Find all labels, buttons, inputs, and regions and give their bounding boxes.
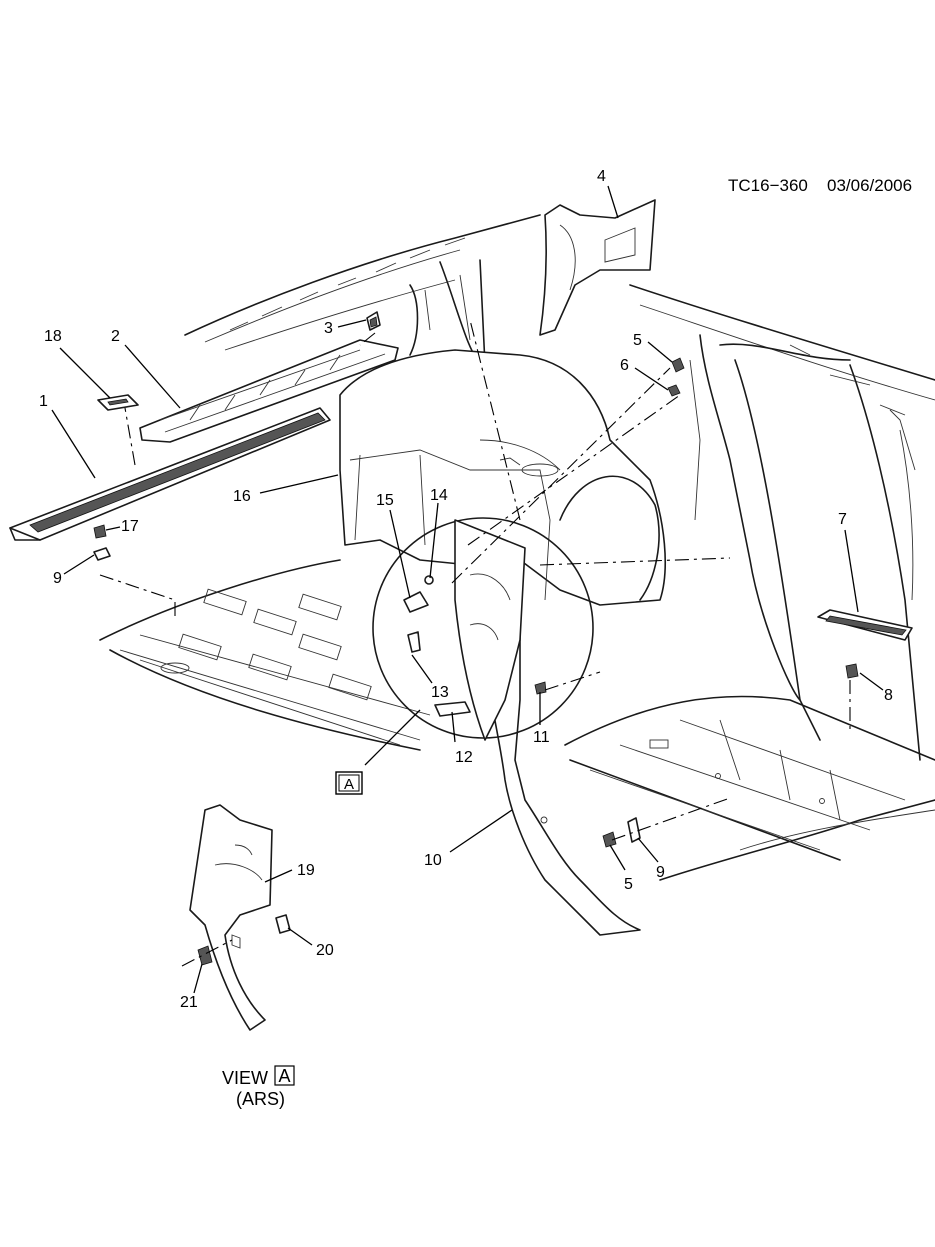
fastener-17 xyxy=(93,524,107,539)
callout-21: 21 xyxy=(180,994,198,1011)
callout-9-left: 9 xyxy=(53,570,62,587)
callout-2: 2 xyxy=(111,328,120,345)
part-13-clip xyxy=(407,631,421,653)
leader-lines xyxy=(51,185,884,994)
callout-17: 17 xyxy=(121,518,139,535)
part-4-upper-trim xyxy=(539,199,656,336)
callout-9-lower: 9 xyxy=(656,864,665,881)
callout-16: 16 xyxy=(233,488,251,505)
callout-8: 8 xyxy=(884,687,893,704)
callout-15: 15 xyxy=(376,492,394,509)
fastener-6 xyxy=(667,384,681,397)
callout-7: 7 xyxy=(838,511,847,528)
callout-20: 20 xyxy=(316,942,334,959)
callout-5-lower: 5 xyxy=(624,876,633,893)
drawing-header: TC16−360 03/06/2006 xyxy=(728,176,912,195)
view-a-reference-box: A xyxy=(335,771,363,795)
callout-11: 11 xyxy=(533,729,550,746)
drawing-id: TC16−360 xyxy=(728,176,808,195)
part-18-cover xyxy=(97,394,139,411)
view-label-letter: A xyxy=(278,1066,290,1086)
callout-3: 3 xyxy=(324,320,333,337)
callout-12: 12 xyxy=(455,749,473,766)
callout-4: 4 xyxy=(597,168,606,185)
drawing-date: 03/06/2006 xyxy=(827,176,912,195)
callout-1: 1 xyxy=(39,393,48,410)
callout-18: 18 xyxy=(44,328,62,345)
part-7-step-plate xyxy=(817,609,913,641)
fastener-11 xyxy=(534,681,547,695)
part-14-screw xyxy=(424,575,434,585)
fastener-8 xyxy=(845,663,859,679)
view-a-illustration xyxy=(189,804,291,1031)
vehicle-body-illustration xyxy=(99,214,935,881)
part-12-bracket xyxy=(434,701,471,717)
fastener-9-lower xyxy=(627,817,641,843)
part-1-sill-plate xyxy=(9,407,331,541)
view-label-prefix: VIEW xyxy=(222,1068,268,1088)
fastener-5-lower xyxy=(602,831,617,848)
part-3-clip xyxy=(366,311,381,331)
part-2-roof-rail xyxy=(139,339,399,443)
fasteners xyxy=(93,357,859,848)
callout-6: 6 xyxy=(620,357,629,374)
view-label-note: (ARS) xyxy=(236,1089,285,1109)
callouts: 18 2 1 3 4 5 6 7 8 9 10 11 12 13 14 15 1… xyxy=(39,168,893,1011)
callout-14: 14 xyxy=(430,487,448,504)
fastener-5-upper xyxy=(671,357,685,373)
fastener-9-left xyxy=(93,547,111,561)
part-21-clip xyxy=(197,945,213,966)
part-15-cap xyxy=(403,591,429,613)
part-20-clip xyxy=(275,914,291,934)
callout-19: 19 xyxy=(297,862,315,879)
view-a-label: VIEW A (ARS) xyxy=(222,1065,295,1109)
callout-5-upper: 5 xyxy=(633,332,642,349)
view-ref-letter: A xyxy=(344,776,354,793)
centerlines xyxy=(99,319,851,967)
callout-13: 13 xyxy=(431,684,449,701)
callout-10: 10 xyxy=(424,852,442,869)
